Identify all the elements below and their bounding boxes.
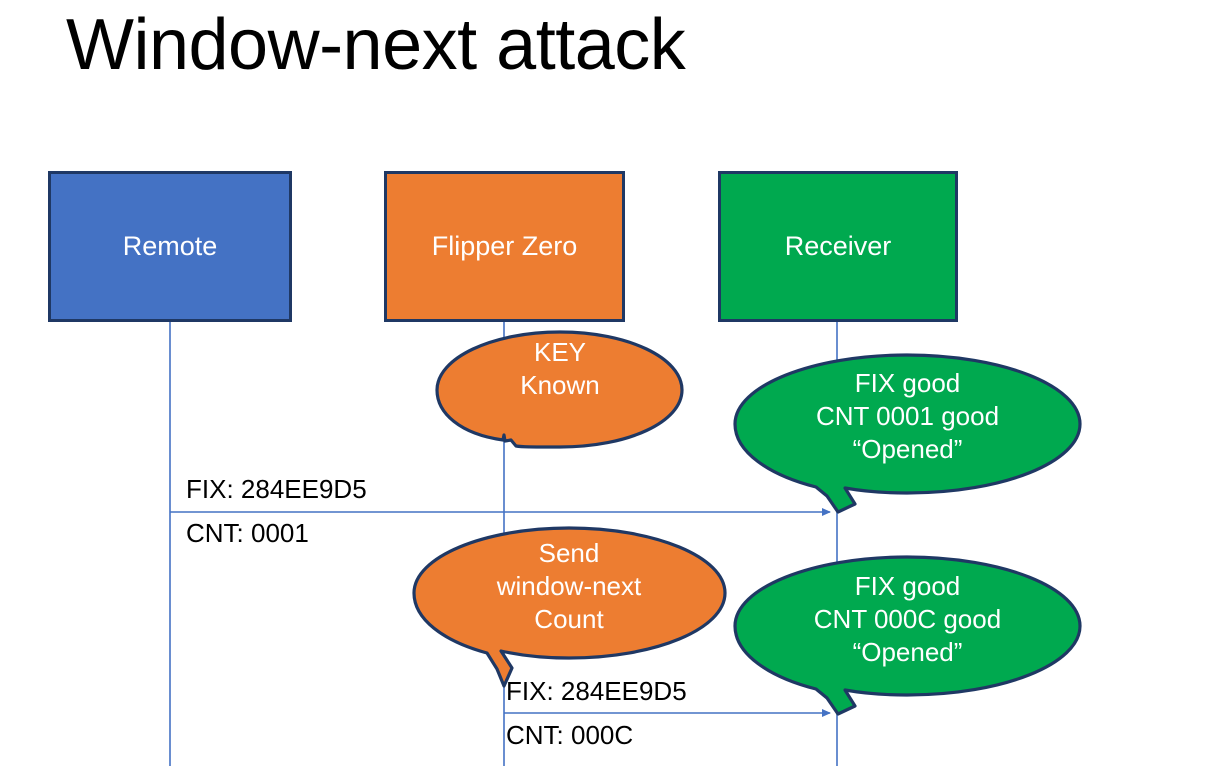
message-2-fix-label: FIX: 284EE9D5 — [506, 676, 687, 706]
bubble-label-key-known: KEY Known — [520, 337, 600, 400]
page-title: Window-next attack — [66, 5, 686, 85]
actor-label-receiver: Receiver — [784, 231, 892, 261]
actor-box-flipper[interactable]: Flipper Zero — [384, 171, 625, 322]
bubble-label-receiver-2: FIX good CNT 000C good “Opened” — [813, 571, 1002, 667]
actor-label-remote: Remote — [122, 231, 218, 261]
bubble-label-send-window: Send window-next Count — [496, 538, 642, 634]
bubble-label-receiver-1: FIX good CNT 0001 good “Opened” — [815, 368, 1000, 464]
actor-label-flipper: Flipper Zero — [431, 231, 578, 261]
actor-box-remote[interactable]: Remote — [48, 171, 292, 322]
message-1-cnt-label: CNT: 0001 — [186, 518, 309, 548]
message-2-cnt-label: CNT: 000C — [506, 720, 634, 750]
message-1-fix-label: FIX: 284EE9D5 — [186, 474, 367, 504]
actor-box-receiver[interactable]: Receiver — [718, 171, 958, 322]
